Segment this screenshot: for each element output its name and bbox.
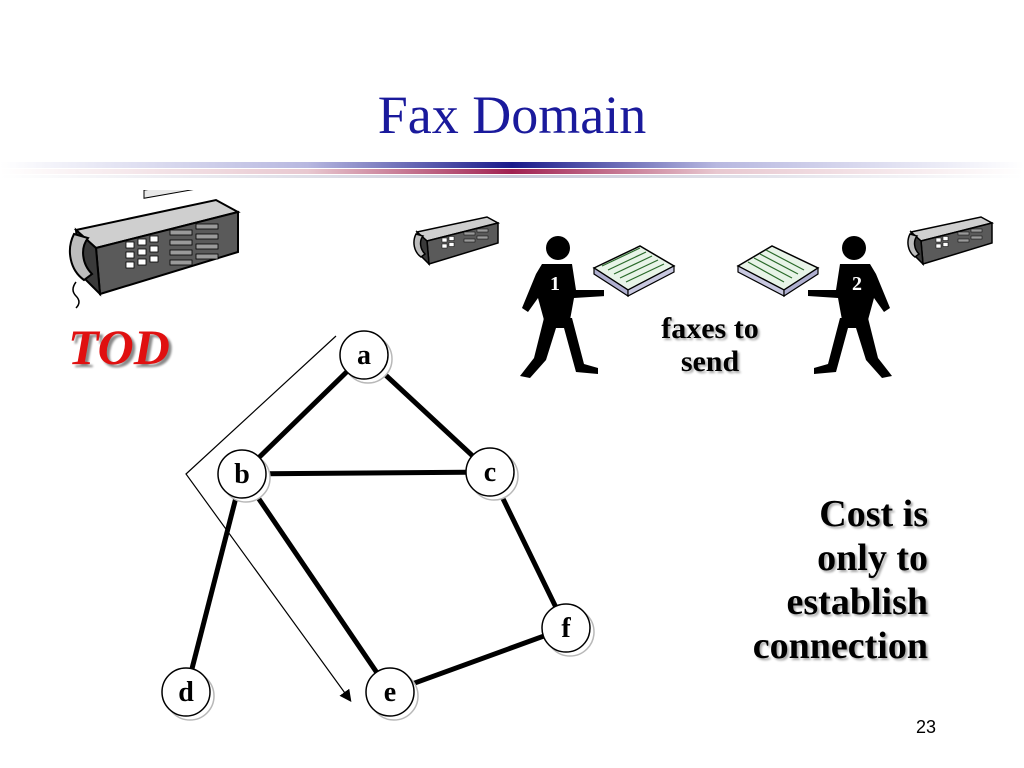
graph-node-d: d	[161, 667, 215, 721]
node-label: c	[484, 457, 496, 488]
person-number: 2	[852, 273, 862, 295]
cost-caption: Cost is only to establish connection	[608, 492, 928, 668]
graph-edge-c-f	[498, 492, 558, 608]
graph-node-b: b	[217, 449, 271, 503]
node-label: a	[357, 340, 371, 371]
faxes-caption-line: faxes to	[661, 312, 759, 345]
graph-edge-b-d	[189, 496, 239, 670]
node-circle	[465, 447, 515, 497]
route-arrow	[185, 335, 352, 702]
slide-title: Fax Domain	[377, 85, 647, 145]
node-circle	[217, 449, 267, 499]
cost-caption-line: connection	[752, 625, 928, 667]
node-label: d	[178, 677, 194, 708]
graph-edge-b-c	[265, 469, 467, 477]
nodes-layer: a b c d e f	[161, 330, 595, 721]
fax-machine-icon	[68, 190, 241, 309]
graph-node-c: c	[465, 447, 519, 501]
graph-edge-b-e	[253, 492, 379, 674]
fax-machine-icon	[413, 216, 501, 266]
cost-caption-line: only to	[817, 537, 928, 579]
node-label: f	[561, 613, 571, 644]
person-number: 1	[550, 273, 560, 295]
faxes-caption: faxes to send	[640, 312, 780, 378]
edges-layer	[189, 369, 558, 687]
person-icon: 1	[520, 236, 604, 378]
person-icon: 2	[808, 236, 892, 378]
faxes-caption-line: send	[680, 345, 740, 378]
page-number: 23	[915, 717, 936, 737]
node-circle	[365, 667, 415, 717]
cost-caption-line: establish	[786, 581, 928, 623]
node-label: b	[234, 459, 250, 490]
title-divider	[0, 162, 1024, 178]
fax-machine-icon	[907, 216, 995, 266]
graph-node-f: f	[541, 603, 595, 657]
node-circle	[541, 603, 591, 653]
graph-edge-a-b	[257, 369, 349, 460]
graph-node-e: e	[365, 667, 419, 721]
node-circle	[339, 330, 389, 380]
paper-stack-icon	[592, 245, 676, 298]
node-label: e	[384, 677, 396, 708]
cost-caption-line: Cost is	[819, 493, 928, 535]
graph-edge-f-e	[411, 633, 545, 687]
node-circle	[161, 667, 211, 717]
tod-label: TOD	[68, 319, 170, 375]
graph-edge-a-c	[379, 369, 475, 458]
graph-node-a: a	[339, 330, 393, 384]
paper-stack-icon	[736, 245, 820, 298]
